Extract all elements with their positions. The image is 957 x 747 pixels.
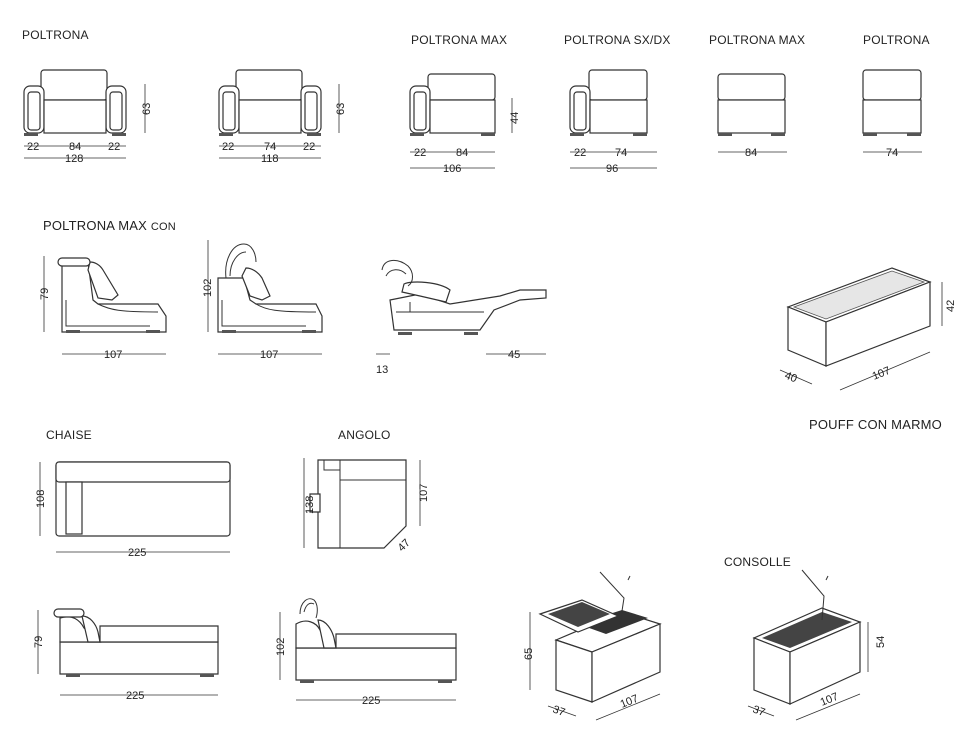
label-poltrona-max: POLTRONA MAX <box>411 33 508 47</box>
dim-p2-c: 22 <box>303 141 315 153</box>
poltrona-front-128 <box>23 69 146 159</box>
dim-p3-b: 84 <box>456 147 468 159</box>
dim-recl-b: 45 <box>508 349 520 361</box>
dim-cons1-h: 65 <box>523 648 535 660</box>
label-angolo: ANGOLO <box>338 428 391 442</box>
dim-angolo-d: 47 <box>396 537 413 554</box>
dim-side2-w: 107 <box>260 349 278 361</box>
dim-angolo-r: 107 <box>418 484 430 502</box>
label-poltrona-max-con-main: POLTRONA MAX <box>43 218 148 233</box>
dim-cons2-w: 107 <box>819 691 841 709</box>
dim-p3-w: 106 <box>443 163 461 175</box>
poltrona-max-front-106 <box>409 73 513 169</box>
label-poltrona-2: POLTRONA <box>863 33 930 47</box>
poltrona-max-side-102 <box>207 240 323 355</box>
dim-chaise-s1-h: 79 <box>33 636 45 648</box>
dim-cons1-d: 37 <box>551 704 567 719</box>
dim-p3-a: 22 <box>414 147 426 159</box>
chaise-side-102 <box>279 598 457 701</box>
label-chaise: CHAISE <box>46 428 92 442</box>
dim-p1-h: 63 <box>141 103 153 115</box>
dim-pouff-w: 107 <box>871 365 893 383</box>
consolle-open <box>529 571 662 721</box>
dim-p6-w: 74 <box>886 147 898 159</box>
consolle-closed <box>747 569 869 721</box>
label-poltrona-max-2: POLTRONA MAX <box>709 33 806 47</box>
dim-chaise-s2-w: 225 <box>362 695 380 707</box>
dim-chaise-top-w: 225 <box>128 547 146 559</box>
poltrona-max-side-79 <box>43 256 167 355</box>
dim-p2-a: 22 <box>222 141 234 153</box>
dim-chaise-top-h: 108 <box>35 490 47 508</box>
poltrona-sxdx-front-96 <box>569 69 657 169</box>
poltrona-front-118 <box>218 69 340 159</box>
poltrona-max-front-84 <box>717 73 787 153</box>
dim-p3-h: 44 <box>509 112 521 124</box>
dim-side1-h: 79 <box>39 288 51 300</box>
dim-p4-w: 96 <box>606 163 618 175</box>
pouff-con-marmo <box>779 267 943 391</box>
poltrona-max-reclined <box>376 260 547 355</box>
dim-cons2-d: 37 <box>751 704 767 719</box>
dim-p1-b: 84 <box>69 141 81 153</box>
dim-p4-b: 74 <box>615 147 627 159</box>
dim-p2-h: 63 <box>335 103 347 115</box>
dim-pouff-d: 40 <box>783 370 799 386</box>
dim-p1-w: 128 <box>65 153 83 165</box>
label-pouff-con-marmo: POUFF CON MARMO <box>809 417 942 432</box>
chaise-side-79 <box>37 608 219 696</box>
label-poltrona-sxdx: POLTRONA SX/DX <box>564 33 671 47</box>
dim-p2-w: 118 <box>261 153 279 165</box>
dim-cons2-h: 54 <box>875 636 887 648</box>
dim-recl-a: 13 <box>376 364 388 376</box>
dim-chaise-s1-w: 225 <box>126 690 144 702</box>
dim-pouff-h: 42 <box>945 300 957 312</box>
label-poltrona: POLTRONA <box>22 28 89 42</box>
label-poltrona-max-con-suffix: CON <box>150 221 176 233</box>
dim-p1-a: 22 <box>27 141 39 153</box>
dim-p1-c: 22 <box>108 141 120 153</box>
label-poltrona-max-con: POLTRONA MAX CON <box>43 218 176 233</box>
dim-p2-b: 74 <box>264 141 276 153</box>
poltrona-front-74 <box>862 69 922 153</box>
dim-side2-h: 102 <box>202 279 214 297</box>
dim-p5-w: 84 <box>745 147 757 159</box>
dim-p4-a: 22 <box>574 147 586 159</box>
dim-angolo-h: 138 <box>304 496 316 514</box>
label-consolle: CONSOLLE <box>724 555 791 569</box>
dim-side1-w: 107 <box>104 349 122 361</box>
dim-chaise-s2-h: 102 <box>275 638 287 656</box>
chaise-top <box>39 461 231 553</box>
angolo-top <box>303 458 421 549</box>
dim-cons1-w: 107 <box>619 693 641 711</box>
